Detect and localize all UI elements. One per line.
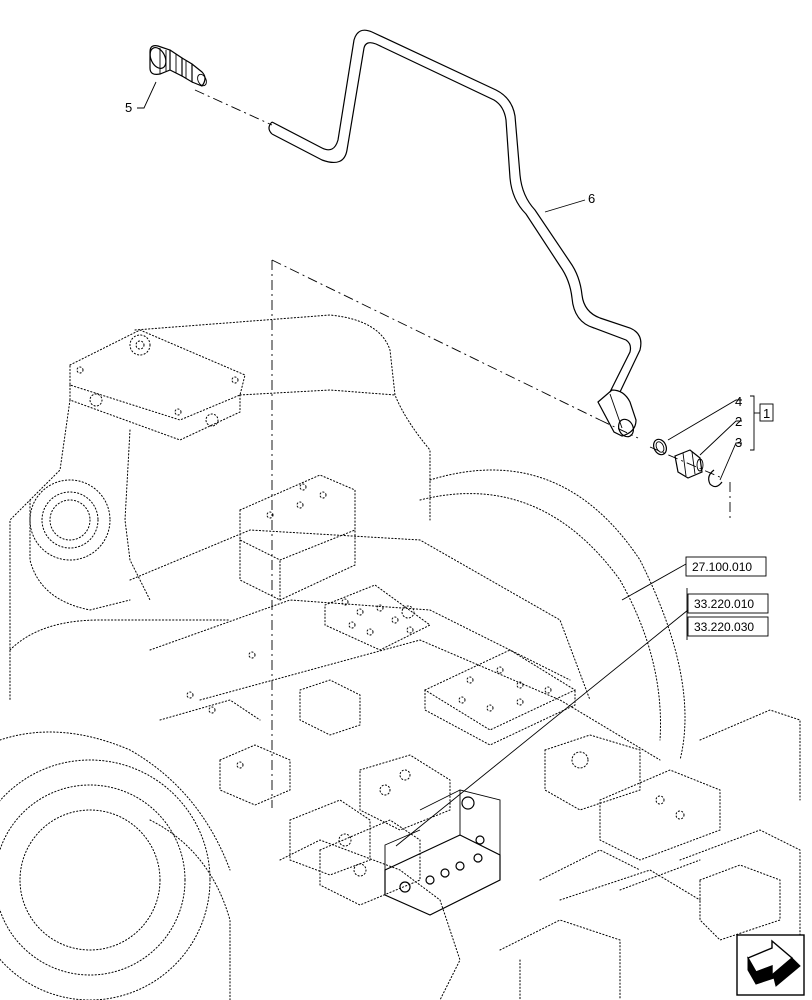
snap-ring — [708, 469, 723, 488]
assembly-lines — [194, 89, 731, 808]
adapter-fitting — [674, 449, 703, 479]
callout-1: 1 — [763, 406, 770, 421]
leader-lines — [137, 81, 760, 847]
quick-coupler — [149, 45, 207, 87]
o-ring — [652, 438, 668, 456]
callout-1-box — [759, 403, 774, 422]
hydraulic-pipe — [268, 29, 642, 438]
reference-27-100-010[interactable]: 27.100.010 — [685, 556, 767, 577]
callout-5: 5 — [125, 100, 132, 115]
callout-2: 2 — [735, 414, 742, 429]
reference-box — [685, 556, 767, 577]
reference-box — [687, 593, 769, 614]
reference-label: 33.220.030 — [694, 620, 754, 634]
reference-label: 33.220.010 — [694, 597, 754, 611]
small-parts — [652, 438, 723, 488]
reference-label: 27.100.010 — [692, 560, 752, 574]
transmission-housing — [0, 314, 801, 1000]
next-page-arrow-icon[interactable] — [736, 934, 805, 996]
callout-6: 6 — [588, 191, 595, 206]
reference-box — [687, 616, 769, 637]
reference-33-220-010[interactable]: 33.220.010 — [687, 593, 769, 614]
callout-3: 3 — [735, 435, 742, 450]
callout-4: 4 — [735, 394, 742, 409]
valve-block — [384, 789, 501, 916]
reference-33-220-030[interactable]: 33.220.030 — [687, 616, 769, 637]
